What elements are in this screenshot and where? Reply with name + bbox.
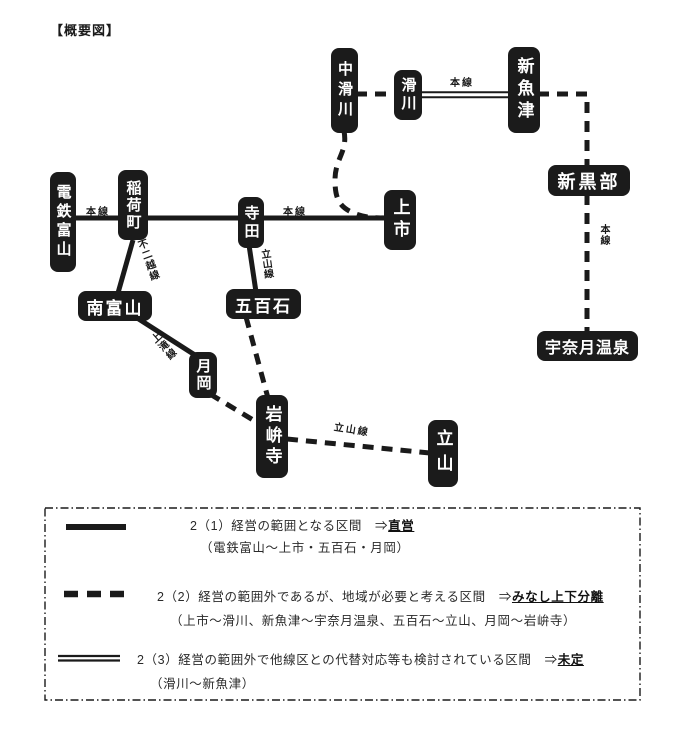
legend-row-3-detail: （滑川～新魚津） xyxy=(150,677,255,691)
line-kamiichi-nakanamerikawa-dashed xyxy=(332,130,389,221)
legend-row-1-detail: （電鉄富山～上市・五百石・月岡） xyxy=(200,541,410,555)
legend-row-1-emphasis: 直営 xyxy=(388,519,415,533)
station-terada: 寺田 xyxy=(238,197,264,248)
legend-row-2-text: 2（2）経営の範囲外であるが、地域が必要と考える区間 ⇒みなし上下分離 xyxy=(157,586,604,605)
page-title: 【概要図】 xyxy=(50,23,121,38)
station-iwakuraji: 岩峅寺 xyxy=(256,395,288,478)
legend-row-1-description: 2（1）経営の範囲となる区間 ⇒ xyxy=(190,519,389,533)
legend-row-2-description: 2（2）経営の範囲外であるが、地域が必要と考える区間 ⇒ xyxy=(157,590,512,604)
legend-row-2-detail: （上市～滑川、新魚津～宇奈月温泉、五百石～立山、月岡～岩峅寺） xyxy=(170,614,577,628)
legend-row-3-text: 2（3）経営の範囲外で他線区との代替対応等も検討されている区間 ⇒未定 xyxy=(137,649,584,668)
station-tateyama: 立山 xyxy=(428,420,458,487)
line-tsukioka-iwakuraji-dashed xyxy=(208,391,265,429)
legend-row-1-text: 2（1）経営の範囲となる区間 ⇒直営 xyxy=(190,515,414,534)
label-honsen-namerikawa-shinuozu: 本線 xyxy=(450,78,474,89)
legend-row-2-emphasis: みなし上下分離 xyxy=(511,590,604,604)
line-gohyakkoku-iwakuraji-dashed xyxy=(243,316,271,399)
legend-box-border xyxy=(44,507,641,701)
station-tsukioka: 月岡 xyxy=(189,352,217,398)
station-kamiichi: 上市 xyxy=(384,190,416,250)
station-inarimachi: 稲荷町 xyxy=(118,170,148,240)
station-namerikawa: 滑川 xyxy=(394,70,422,120)
line-tateyama-terada-gohyakkoku-solid xyxy=(246,244,259,293)
station-dentetsu-toyama: 電鉄富山 xyxy=(50,172,76,272)
line-kamidaki-solid xyxy=(132,313,200,360)
line-shinuozu-shinkurobe-dashed xyxy=(538,91,590,168)
label-honsen-terada-kamiichi: 本線 xyxy=(283,207,307,218)
line-fujikoshi-solid xyxy=(115,239,136,294)
legend-row-3-emphasis: 未定 xyxy=(557,653,584,667)
label-honsen-dentetsu-inarimachi: 本線 xyxy=(86,207,110,218)
station-minami-toyama: 南富山 xyxy=(78,291,152,321)
station-naka-namerikawa: 中滑川 xyxy=(331,48,358,133)
line-iwakuraji-tateyama-dashed xyxy=(286,436,431,456)
station-unazuki-onsen: 宇奈月温泉 xyxy=(537,331,638,361)
legend-row-3-description: 2（3）経営の範囲外で他線区との代替対応等も検討されている区間 ⇒ xyxy=(137,653,558,667)
station-shin-uozu: 新魚津 xyxy=(508,47,540,133)
label-honsen-shinkurobe-unazuki: 本線 xyxy=(598,224,609,246)
station-shin-kurobe: 新黒部 xyxy=(548,165,630,196)
station-gohyakkoku: 五百石 xyxy=(226,289,301,319)
